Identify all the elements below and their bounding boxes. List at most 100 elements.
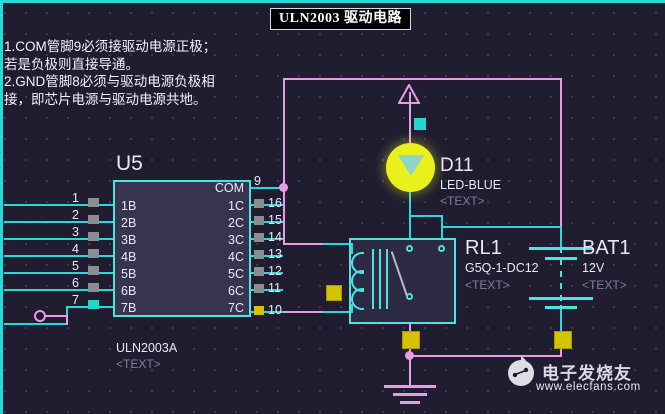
wire-com-9: [251, 187, 283, 189]
ic-pin-label-1C: 1C: [228, 199, 244, 213]
ground-bar-2: [393, 393, 427, 396]
ic-pin-number-6: 6: [72, 276, 79, 290]
watermark-brand: 电子发烧友: [542, 363, 632, 383]
wire-contact-link: [409, 215, 443, 217]
relay-coil-lead-bottom: [351, 304, 353, 313]
canvas-left-border: [0, 0, 3, 414]
diagram-title: ULN2003 驱动电路: [270, 8, 412, 30]
ic-pin-number-14: 14: [268, 230, 282, 244]
battery-plate-long-2: [529, 297, 593, 300]
pwire-pin7-riser: [66, 315, 68, 325]
ic-pad-5[interactable]: [88, 266, 99, 275]
wire-out-16: [251, 204, 283, 206]
pwire-armature-down: [409, 296, 411, 356]
relay-coil-arc-3: [351, 288, 364, 310]
input-terminal[interactable]: [34, 310, 46, 322]
pwire-pin7-terminal: [46, 315, 67, 317]
wire-out-12: [251, 272, 283, 274]
wire-out-13: [251, 255, 283, 257]
ic-pin-number-4: 4: [72, 242, 79, 256]
ic-pad-11[interactable]: [254, 284, 264, 293]
relay-text-field: <TEXT>: [465, 278, 510, 292]
ic-com-label: COM: [214, 181, 244, 195]
ic-pin-label-2B: 2B: [121, 216, 137, 230]
ic-pad-6[interactable]: [88, 283, 99, 292]
ic-value: ULN2003A: [116, 341, 178, 355]
battery-plate-short-2: [545, 306, 577, 309]
led-reference: D11: [440, 155, 474, 176]
ic-u5-body[interactable]: [113, 180, 251, 317]
relay-contact-common[interactable]: [406, 245, 413, 252]
ic-pad-3[interactable]: [88, 232, 99, 241]
wire-coil-top: [322, 243, 351, 245]
ic-pin-label-5C: 5C: [228, 267, 244, 281]
ground-bar-1: [384, 385, 436, 388]
ic-pin-label-5B: 5B: [121, 267, 137, 281]
ic-pad-15[interactable]: [254, 216, 264, 225]
canvas-top-border: [0, 0, 665, 3]
designer-note: 1.COM管脚9必须接驱动电源正极； 若是负极则直接导通。 2.GND管脚8必须…: [4, 39, 217, 107]
ic-pin-label-6B: 6B: [121, 284, 137, 298]
battery-series-dash: [560, 247, 562, 305]
ic-pad-10[interactable]: [254, 306, 264, 315]
ic-pin-number-3: 3: [72, 225, 79, 239]
relay-core-bar-1: [372, 249, 374, 309]
relay-coil-lead-top: [351, 243, 353, 254]
pwire-com-down: [283, 188, 285, 244]
junction-box-coil[interactable]: [326, 285, 342, 301]
pwire-gnd-drop: [409, 356, 411, 386]
relay-contact-no[interactable]: [438, 245, 445, 252]
ic-pin-number-5: 5: [72, 259, 79, 273]
wire-in-1: [4, 204, 66, 206]
watermark: 电子发烧友: [505, 355, 632, 387]
relay-core-bar-3: [386, 249, 388, 309]
ic-pad-1[interactable]: [88, 198, 99, 207]
ic-pin-label-7C: 7C: [228, 301, 244, 315]
ic-pin-number-2: 2: [72, 208, 79, 222]
ic-pin-number-1: 1: [72, 191, 79, 205]
pwire-com-to-coil: [283, 243, 323, 245]
wire-in-5: [4, 272, 66, 274]
ic-pad-7[interactable]: [88, 300, 99, 309]
relay-contact-pivot[interactable]: [406, 293, 413, 300]
watermark-url: www.elecfans.com: [536, 381, 641, 393]
wire-bat-bottom-lead: [560, 305, 562, 332]
wire-led-to-relay: [409, 190, 411, 238]
led-triangle-icon: [398, 155, 424, 176]
ic-pin-label-3C: 3C: [228, 233, 244, 247]
pwire-top-rail: [283, 78, 562, 80]
junction-box-armature[interactable]: [402, 331, 420, 349]
flame-logo-icon: [508, 356, 534, 386]
ic-pin-number-16: 16: [268, 196, 282, 210]
ic-pad-12[interactable]: [254, 267, 264, 276]
ic-pad-4[interactable]: [88, 249, 99, 258]
ic-pin-number-9: 9: [254, 174, 261, 188]
ic-pin-label-6C: 6C: [228, 284, 244, 298]
wire-in-4: [4, 255, 66, 257]
battery-text-field: <TEXT>: [582, 278, 627, 292]
junction-box-battery[interactable]: [554, 331, 572, 349]
ground-bar-3: [400, 401, 420, 404]
relay-reference: RL1: [465, 237, 502, 259]
pwire-ground-rail: [409, 355, 562, 357]
ic-text-field: <TEXT>: [116, 357, 161, 371]
led-pad[interactable]: [414, 118, 426, 130]
ic-pin-number-12: 12: [268, 264, 282, 278]
wire-out-14: [251, 238, 283, 240]
ic-pin-number-13: 13: [268, 247, 282, 261]
junction-ground: [405, 351, 414, 360]
ic-pad-2[interactable]: [88, 215, 99, 224]
ic-pad-13[interactable]: [254, 250, 264, 259]
ic-pad-14[interactable]: [254, 233, 264, 242]
pwire-right-riser: [560, 78, 562, 227]
wire-in-2: [4, 221, 66, 223]
ic-pin-number-10: 10: [268, 303, 282, 317]
led-value: LED-BLUE: [440, 178, 502, 192]
ic-pad-16[interactable]: [254, 199, 264, 208]
power-arrow-icon: [398, 84, 420, 104]
led-text-field: <TEXT>: [440, 194, 485, 208]
wire-coil-bottom: [322, 311, 351, 313]
pwire-pin10-to-coil: [283, 311, 323, 313]
wire-in-3: [4, 238, 66, 240]
